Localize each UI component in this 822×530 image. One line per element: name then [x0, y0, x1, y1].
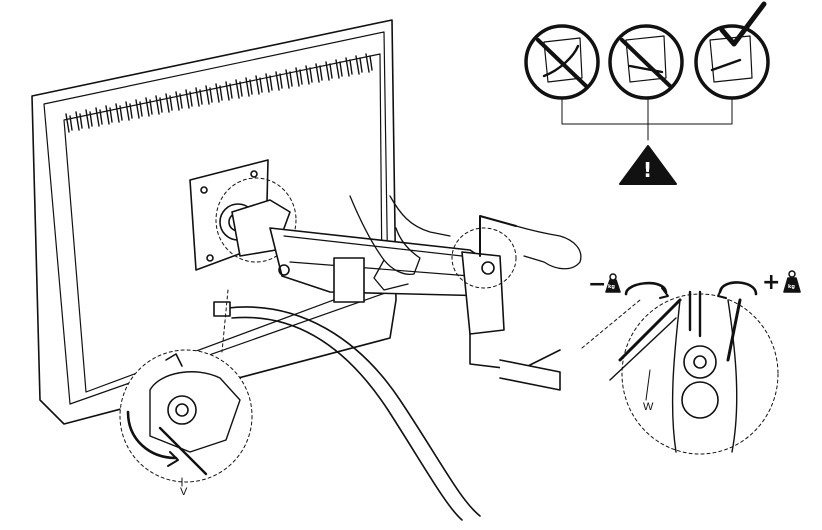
- mount-detail-outline: [215, 177, 297, 263]
- plus-sign: +: [762, 270, 781, 295]
- tension-inset: [581, 290, 779, 455]
- prohibited-icon-2: [608, 24, 684, 100]
- tilt-inset: [119, 289, 253, 487]
- adjust-point-outline: [451, 227, 517, 289]
- vent-slots: [65, 53, 373, 133]
- right-hand: [515, 225, 582, 270]
- cable: [213, 301, 481, 521]
- hex-key: [479, 215, 517, 257]
- rotate-cw-icon: [717, 281, 758, 299]
- weight-icon-plus: [783, 270, 801, 293]
- minus-sign: −: [588, 272, 607, 297]
- warning-icon: [619, 145, 677, 185]
- icon-bracket: [561, 97, 733, 141]
- prohibited-icon-1: [524, 24, 600, 100]
- approved-icon: [694, 1, 770, 100]
- check-icon: [719, 1, 767, 47]
- weight-unit-minus: kg: [608, 284, 615, 290]
- rotate-ccw-icon: [624, 281, 669, 299]
- screw-label-v: V: [180, 486, 188, 498]
- rotate-arrow-left: [126, 410, 178, 460]
- weight-icon-minus: [605, 273, 621, 293]
- weight-unit-plus: kg: [788, 284, 795, 290]
- tool-label-w: W: [643, 401, 654, 413]
- left-hand: [349, 195, 451, 291]
- warning-mark: !: [643, 158, 653, 182]
